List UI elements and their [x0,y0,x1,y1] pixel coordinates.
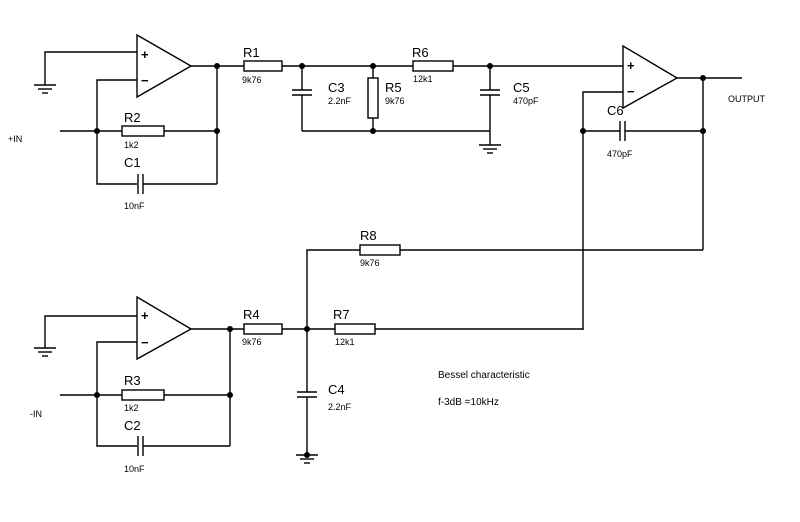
r5-value: 9k76 [385,96,405,106]
capacitor-c4 [297,391,317,398]
resistor-r2 [121,125,165,137]
input-negative-label: -IN [30,409,42,419]
r3-label: R3 [124,373,141,388]
input-positive-label: +IN [8,134,22,144]
c3-label: C3 [328,80,345,95]
r8-label: R8 [360,228,377,243]
capacitor-c2 [137,436,144,456]
r6-label: R6 [412,45,429,60]
ground-symbol-c4 [296,454,318,464]
capacitor-c3 [292,89,312,96]
ground-symbol-u2 [34,347,56,357]
c5-label: C5 [513,80,530,95]
r6-value: 12k1 [413,74,433,84]
capacitor-c6 [619,121,626,141]
c6-label: C6 [607,103,624,118]
c4-label: C4 [328,382,345,397]
resistor-r8 [359,244,401,256]
output-label: OUTPUT [728,94,766,104]
filter-characteristic-note: Bessel characteristic [438,370,530,381]
c5-value: 470pF [513,96,539,106]
opamp-u3: + − [622,44,679,110]
ground-symbol-u1 [34,84,56,94]
r7-label: R7 [333,307,350,322]
r3-value: 1k2 [124,403,139,413]
c6-value: 470pF [607,149,633,159]
opamp-u2-plus-sign: + [141,308,149,323]
resistor-r5 [367,77,379,119]
opamp-u3-plus-sign: + [627,58,635,73]
c2-value: 10nF [124,464,145,474]
resistor-r7 [334,323,376,335]
r1-label: R1 [243,45,260,60]
resistor-r3 [121,389,165,401]
opamp-u1-minus-sign: − [141,73,149,88]
ground-symbol-c5 [479,144,501,154]
c2-label: C2 [124,418,141,433]
r2-value: 1k2 [124,140,139,150]
resistor-r6 [412,60,454,72]
c4-value: 2.2nF [328,402,352,412]
resistor-r1 [243,60,283,72]
r8-value: 9k76 [360,258,380,268]
c1-label: C1 [124,155,141,170]
opamp-u2-minus-sign: − [141,335,149,350]
r4-label: R4 [243,307,260,322]
r5-label: R5 [385,80,402,95]
capacitor-c1 [137,174,144,194]
r2-label: R2 [124,110,141,125]
capacitor-c5 [480,89,500,96]
resistor-r4 [243,323,283,335]
r7-value: 12k1 [335,337,355,347]
opamp-u1-plus-sign: + [141,47,149,62]
c3-value: 2.2nF [328,96,352,106]
r1-value: 9k76 [242,75,262,85]
c1-value: 10nF [124,201,145,211]
opamp-u1: + − [136,33,193,99]
opamp-u3-minus-sign: − [627,84,635,99]
cutoff-frequency-note: f-3dB =10kHz [438,397,499,408]
opamp-u2: + − [136,295,193,361]
r4-value: 9k76 [242,337,262,347]
